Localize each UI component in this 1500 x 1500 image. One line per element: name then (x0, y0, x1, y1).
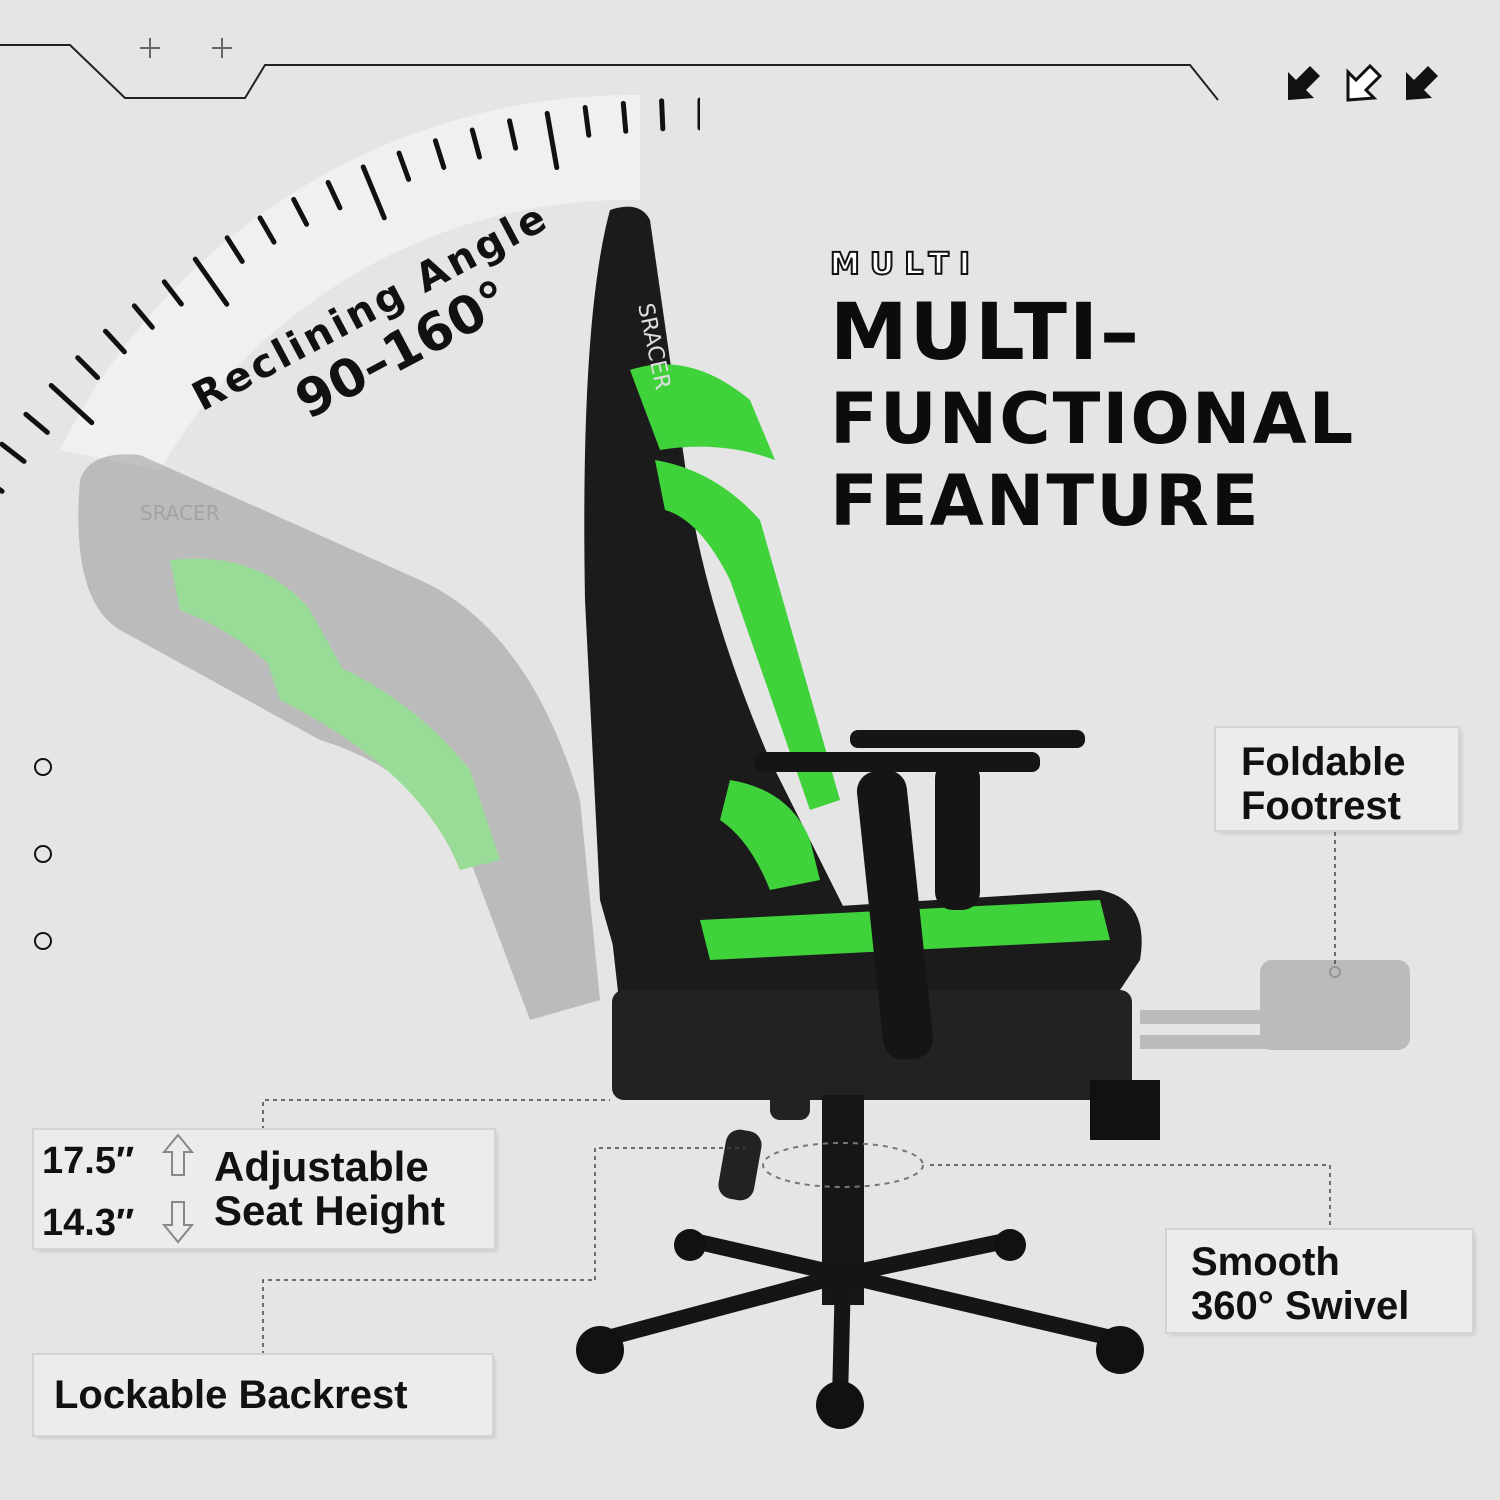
bullet-dot (34, 932, 52, 950)
bullet-dot (34, 845, 52, 863)
backrest-label: Lockable Backrest (54, 1373, 408, 1417)
dial-tick (544, 110, 560, 171)
height-arrows (161, 1133, 195, 1244)
seat-height-max: 17.5″ (42, 1140, 135, 1182)
seat-height-line-2: Seat Height (214, 1187, 446, 1234)
cursor-arrow-outline-icon (1346, 63, 1383, 102)
seat-height-line-1: Adjustable (214, 1143, 429, 1190)
dial-tick (161, 279, 184, 307)
dial-tick (23, 411, 50, 435)
down-arrow-icon (161, 1201, 195, 1244)
dial-tick (102, 328, 127, 355)
dial-tick (582, 105, 592, 138)
dial-tick (396, 150, 412, 182)
headline-line-3: FEANTURE (830, 460, 1261, 542)
dial-tick (659, 98, 666, 132)
cursor-icons (1288, 63, 1438, 102)
dial-tick (325, 179, 343, 211)
plus-icon (140, 38, 160, 58)
headline-line-2: FUNCTIONAL (830, 378, 1356, 460)
dial-tick (360, 164, 387, 221)
dial-tick (432, 138, 447, 170)
dial-tick (224, 235, 245, 264)
footrest-label-line-2: Footrest (1241, 784, 1401, 828)
headline-line-1: MULTI– (830, 288, 1141, 378)
backrest-label-box: Lockable Backrest (34, 1355, 492, 1435)
dial-tick (192, 256, 230, 307)
dial-tick (291, 196, 310, 227)
cursor-arrow-icon (1288, 66, 1320, 100)
dial-tick (257, 215, 277, 245)
up-arrow-icon (161, 1133, 195, 1176)
dial-tick (469, 127, 482, 160)
headline: MULTI MULTI– FUNCTIONAL FEANTURE (829, 247, 1470, 542)
dial-tick (0, 441, 27, 464)
cursor-arrow-icon (1406, 66, 1438, 100)
bullet-dot (34, 758, 52, 776)
reclined-chair-ghost: SRACER (78, 454, 601, 1020)
dial-tick (48, 382, 95, 426)
headline-ghost: MULTI (829, 247, 980, 282)
swivel-line-2: 360° Swivel (1191, 1284, 1410, 1328)
dial-tick (131, 303, 155, 330)
recline-dial (0, 94, 700, 494)
swivel-line-1: Smooth (1191, 1240, 1340, 1284)
gaming-chair: SRACER (576, 206, 1160, 1429)
dial-tick (620, 100, 629, 134)
seat-height-label-box: 17.5″ 14.3″ Adjustable Seat Height (34, 1130, 494, 1248)
brand-logo-ghost: SRACER (140, 501, 220, 525)
footrest-label-line-1: Foldable (1241, 740, 1406, 784)
footrest-label-box: Foldable Footrest (1216, 728, 1458, 830)
seat-height-min: 14.3″ (42, 1202, 135, 1244)
swivel-label-box: Smooth 360° Swivel (1167, 1230, 1472, 1332)
plus-icon (212, 38, 232, 58)
dial-tick (75, 355, 101, 381)
footrest-ghost (1140, 960, 1410, 1050)
dial-tick (507, 118, 519, 151)
